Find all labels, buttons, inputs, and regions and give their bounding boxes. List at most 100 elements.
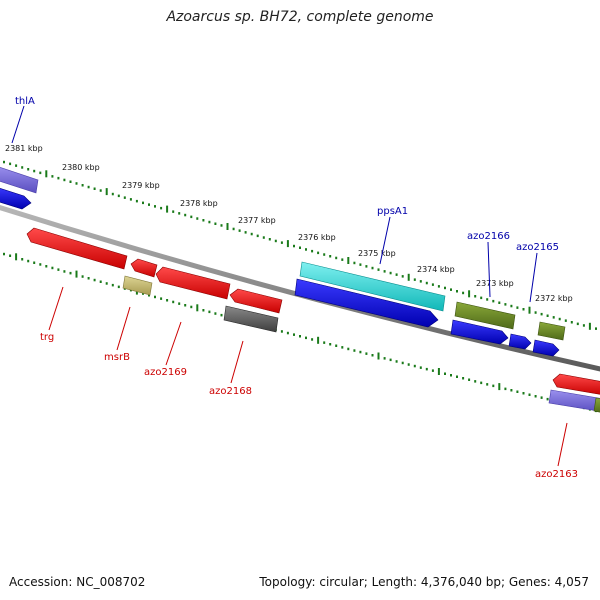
minor-tick (528, 393, 531, 396)
minor-tick (3, 160, 5, 164)
gene-feature[interactable] (299, 261, 446, 312)
minor-tick (359, 350, 362, 354)
minor-tick (190, 305, 193, 309)
gene-feature[interactable] (454, 301, 516, 330)
gene-label-azo2166[interactable]: azo2166 (467, 231, 510, 242)
minor-tick (51, 266, 54, 270)
major-tick (75, 270, 78, 278)
minor-tick (9, 254, 12, 257)
minor-tick (480, 381, 483, 385)
gene-arrow-reverse[interactable] (130, 258, 158, 278)
minor-tick (462, 377, 465, 380)
gene-label-thlA[interactable]: thlA (15, 96, 35, 107)
gene-arrow-reverse[interactable] (155, 266, 231, 300)
minor-tick (486, 383, 489, 386)
minor-tick (456, 290, 458, 293)
minor-tick (365, 265, 368, 268)
major-tick (317, 336, 320, 344)
minor-tick (220, 313, 223, 317)
gene-label-ppsA1[interactable]: ppsA1 (377, 206, 408, 217)
gene-arrow-forward[interactable] (294, 278, 439, 328)
minor-tick (437, 285, 440, 288)
minor-tick (305, 248, 307, 251)
minor-tick (81, 184, 84, 187)
gene-label-azo2168[interactable]: azo2168 (209, 386, 252, 397)
minor-tick (510, 389, 513, 392)
minor-tick (576, 322, 579, 326)
minor-tick (522, 392, 525, 395)
gene-arrow-forward[interactable] (450, 319, 509, 345)
gene-feature[interactable] (548, 389, 600, 412)
minor-tick (142, 201, 144, 205)
minor-tick (3, 252, 5, 256)
minor-tick (413, 364, 416, 368)
minor-tick (450, 374, 452, 377)
accession-text: Accession: NC_008702 (9, 575, 146, 589)
minor-tick (69, 271, 72, 275)
gene-feature[interactable] (593, 397, 600, 413)
minor-tick (148, 294, 150, 297)
minor-tick (45, 265, 48, 268)
minor-tick (504, 303, 507, 306)
genome-summary-text: Topology: circular; Length: 4,376,040 bp… (259, 575, 589, 589)
minor-tick (111, 192, 114, 196)
minor-tick (135, 199, 138, 203)
minor-tick (123, 196, 126, 199)
gene-arrow-reverse[interactable] (229, 288, 283, 314)
minor-tick (208, 220, 211, 224)
minor-tick (172, 210, 175, 213)
minor-tick (564, 319, 567, 322)
minor-tick (184, 304, 187, 307)
minor-tick (323, 253, 326, 256)
minor-tick (450, 288, 452, 291)
minor-tick (154, 295, 156, 299)
gene-feature[interactable] (537, 321, 566, 341)
gene-label-azo2165[interactable]: azo2165 (516, 242, 559, 253)
gene-feature[interactable] (0, 166, 39, 194)
gene-label-trg[interactable]: trg (40, 332, 54, 343)
major-tick (407, 273, 410, 281)
minor-tick (498, 301, 501, 304)
minor-tick (534, 395, 537, 398)
gene-label-azo2163[interactable]: azo2163 (535, 469, 578, 480)
minor-tick (286, 331, 289, 335)
gene-arrow-forward[interactable] (532, 339, 560, 357)
minor-tick (87, 277, 90, 280)
minor-tick (516, 390, 519, 393)
gene-label-msrB[interactable]: msrB (104, 352, 130, 363)
minor-tick (105, 282, 108, 285)
major-tick (588, 322, 591, 330)
minor-tick (299, 246, 301, 249)
minor-tick (413, 278, 416, 281)
gene-arrow-forward[interactable] (0, 187, 32, 210)
inner-tick-track (3, 252, 597, 413)
minor-tick (81, 275, 84, 278)
minor-tick (359, 263, 362, 266)
leader-line (379, 216, 391, 265)
leader-line (487, 241, 491, 298)
gene-feature[interactable] (122, 275, 153, 296)
gene-arrow-forward[interactable] (508, 333, 532, 350)
minor-tick (444, 286, 446, 290)
major-tick (196, 304, 199, 312)
gene-arrow-reverse[interactable] (26, 227, 128, 270)
gene-label-azo2169[interactable]: azo2169 (144, 367, 187, 378)
major-tick (377, 352, 380, 360)
minor-tick (202, 219, 205, 222)
minor-tick (492, 299, 495, 303)
gene-arrow-reverse[interactable] (552, 373, 600, 395)
minor-tick (480, 296, 483, 300)
minor-tick (93, 187, 96, 190)
minor-tick (552, 316, 555, 319)
leader-line (230, 340, 244, 384)
minor-tick (154, 205, 156, 208)
minor-tick (546, 314, 549, 317)
minor-tick (595, 327, 597, 330)
leader-line (116, 306, 131, 351)
minor-tick (389, 271, 392, 275)
minor-tick (178, 212, 181, 215)
minor-tick (15, 164, 18, 167)
minor-tick (474, 295, 477, 298)
gene-feature[interactable] (223, 305, 279, 333)
